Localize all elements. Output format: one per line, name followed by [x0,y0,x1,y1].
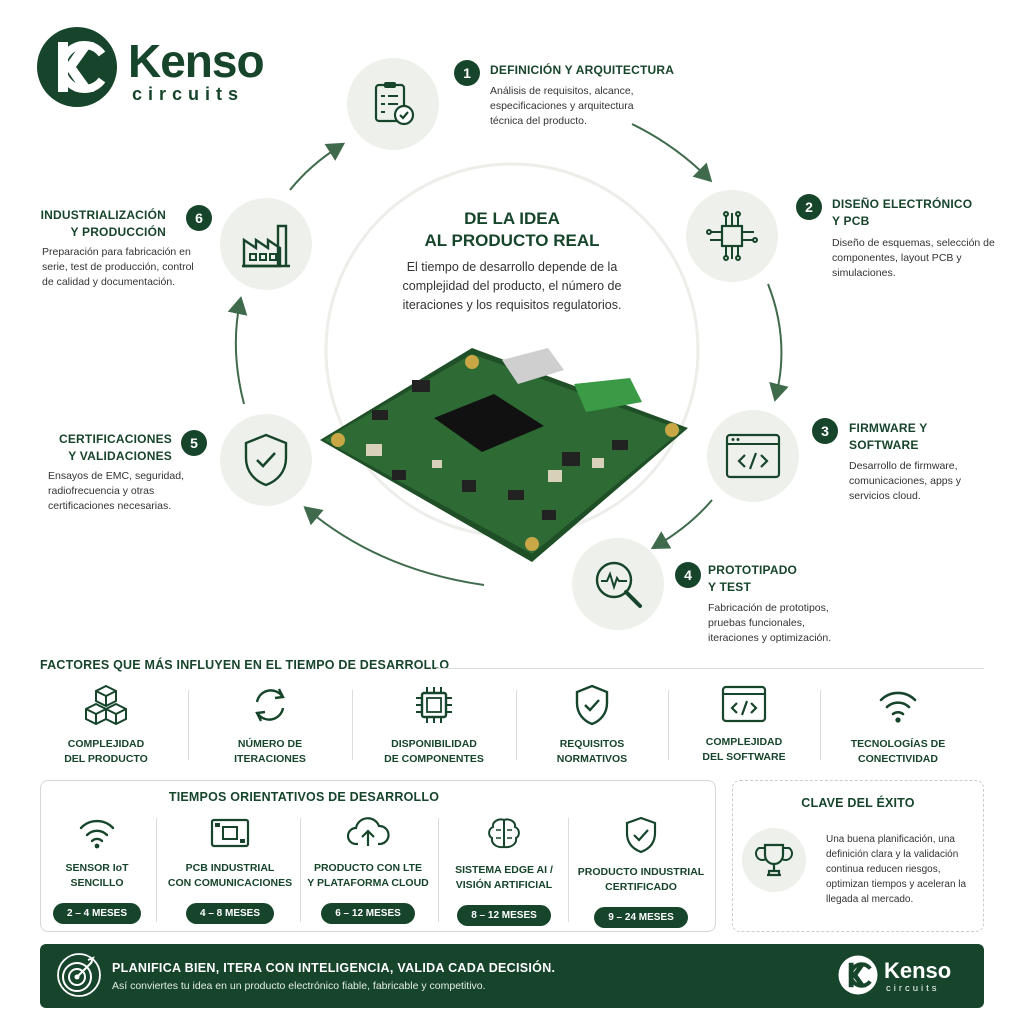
step-4-desc: Fabricación de prototipos, pruebas funci… [708,602,832,644]
center-title: DE LA IDEA AL PRODUCTO REAL [424,209,600,250]
pcb-board-illustration [320,348,688,562]
circuit-chip-icon [706,211,758,261]
time-range-pill: 9 – 24 MESES [594,907,688,928]
banner-sub: Así conviertes tu idea en un producto el… [112,980,486,992]
times-panel [40,780,716,932]
step-2-desc: Diseño de esquemas, selección de compone… [832,237,995,279]
time-edge-ai: SISTEMA EDGE AI /VISIÓN ARTIFICIAL 8 – 1… [438,816,570,926]
step-5-icon-circle [220,414,312,506]
step-2-number: 2 [796,194,822,220]
kenso-logo-small-icon [838,955,878,995]
step-1-desc: Análisis de requisitos, alcance, especif… [490,85,634,127]
time-range-pill: 4 – 8 MESES [185,903,275,924]
step-1-icon-circle [347,58,439,150]
banner-brand-sub: circuits [886,983,940,994]
wifi-icon [79,819,115,849]
step-2-icon-circle [686,190,778,282]
step-6-number: 6 [186,205,212,231]
step-6-icon-circle [220,198,312,290]
refresh-icon [255,688,285,722]
brand-name: Kenso [128,35,265,87]
step-3-icon-circle [707,410,799,502]
key-desc: Una buena planificación, una definición … [826,834,967,905]
cloud-upload-icon [346,817,390,846]
magnifier-pulse-icon [595,561,642,608]
step-4-number: 4 [675,562,701,588]
code-window-icon [721,685,767,723]
target-icon [57,953,101,997]
pcb-board-icon [210,818,250,848]
bottom-banner [40,944,984,1008]
key-title: CLAVE DEL ÉXITO [801,796,915,810]
step-1-title: DEFINICIÓN Y ARQUITECTURA [490,63,675,77]
times-title: TIEMPOS ORIENTATIVOS DE DESARROLLO [168,790,440,804]
time-range-pill: 2 – 4 MESES [52,903,142,924]
shield-check-icon [244,433,288,487]
trophy-icon [754,843,794,877]
trophy-circle [742,828,806,892]
cubes-icon [85,684,127,726]
step-3-number: 3 [812,418,838,444]
shield-check-icon [575,684,609,726]
step-1-number: 1 [454,60,480,86]
brand-sub: circuits [132,84,245,104]
time-range-pill: 6 – 12 MESES [321,903,415,924]
factors-title: FACTORES QUE MÁS INFLUYEN EN EL TIEMPO D… [40,658,450,672]
shield-check-icon [625,816,657,854]
wifi-icon [879,691,917,723]
factors-rule [436,668,984,669]
chip-icon [416,687,452,723]
clipboard-check-icon [374,82,415,126]
center-desc: El tiempo de desarrollo depende de la co… [402,260,622,312]
step-3-desc: Desarrollo de firmware, comunicaciones, … [849,460,962,502]
banner-brand-name: Kenso [884,958,952,983]
time-range-pill: 8 – 12 MESES [457,905,551,926]
code-window-icon [725,433,781,479]
key-success-panel [732,780,984,932]
step-5-desc: Ensayos de EMC, seguridad, radiofrecuenc… [48,470,184,512]
step-4-icon-circle [572,538,664,630]
factory-icon [242,224,290,268]
step-6-desc: Preparación para fabricación en serie, t… [42,246,194,288]
banner-title: PLANIFICA BIEN, ITERA CON INTELIGENCIA, … [112,961,556,975]
kenso-logo-icon [37,27,117,107]
step-5-number: 5 [181,430,207,456]
brain-icon [488,818,520,849]
